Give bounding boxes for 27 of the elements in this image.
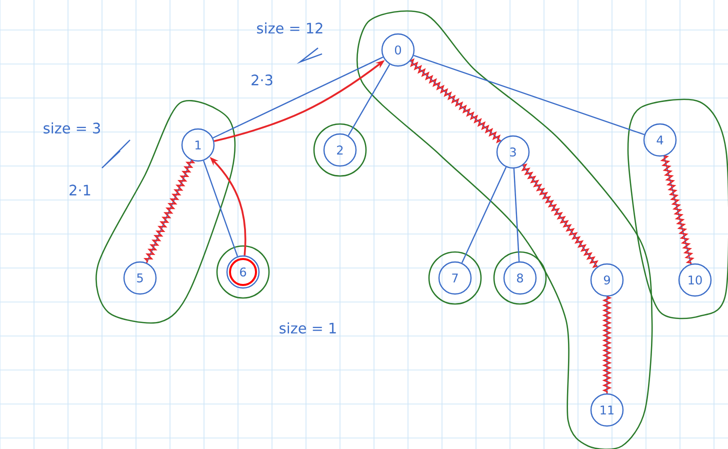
heavy-edge xyxy=(521,164,598,268)
tree-node: 0 xyxy=(381,33,415,67)
tree-node: 2 xyxy=(323,133,357,167)
annotation: size = 1 xyxy=(280,322,336,334)
heavy-edge xyxy=(410,58,501,144)
tree-edge xyxy=(461,166,507,264)
tree-edge xyxy=(513,168,520,262)
tree-node: 11 xyxy=(590,393,624,427)
tree-edge xyxy=(348,64,390,136)
heavy-edge xyxy=(660,155,694,264)
annotation: size = 3 xyxy=(44,122,100,134)
tree-node: 1 xyxy=(181,128,215,162)
annotation: 2·1 xyxy=(70,184,90,196)
tree-node: 6 xyxy=(226,255,260,289)
heavy-edge xyxy=(143,160,196,264)
tree-node: 7 xyxy=(438,261,472,295)
tree-node: 8 xyxy=(503,261,537,295)
tree-edge xyxy=(202,160,238,257)
tree-edge xyxy=(414,54,644,136)
heavy-edge xyxy=(602,296,612,394)
tree-node: 4 xyxy=(643,123,677,157)
annotation: 2·3 xyxy=(252,74,272,86)
tree-node: 9 xyxy=(590,263,624,297)
tree-node: 3 xyxy=(496,135,530,169)
annotation: size = 12 xyxy=(257,22,322,34)
tree-node: 10 xyxy=(678,263,712,297)
tree-node: 5 xyxy=(123,261,157,295)
